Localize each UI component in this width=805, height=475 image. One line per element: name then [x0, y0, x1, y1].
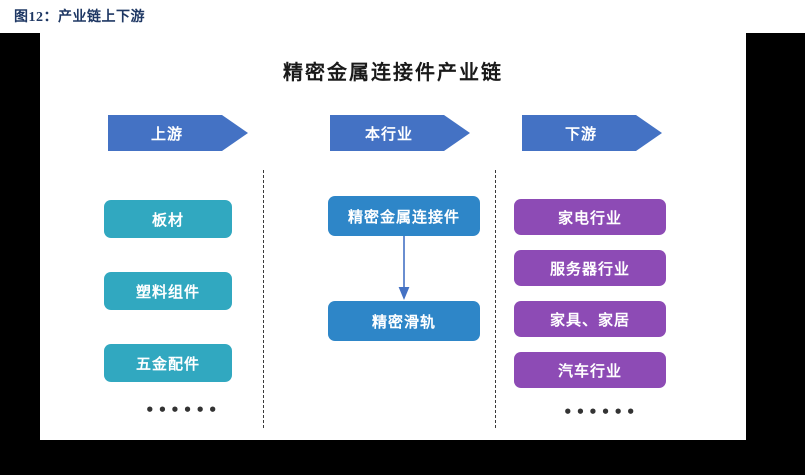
node-industry-2-label: 精密滑轨 — [371, 312, 436, 331]
banner-downstream: 下游 — [522, 115, 662, 151]
node-industry-1-label: 精密金属连接件 — [347, 207, 460, 226]
banner-industry-label: 本行业 — [364, 124, 413, 143]
node-downstream-2: 服务器行业 — [514, 250, 666, 286]
ellipsis-upstream: •••••• — [145, 401, 221, 419]
node-upstream-1-label: 板材 — [151, 210, 184, 229]
node-downstream-4-label: 汽车行业 — [557, 361, 622, 380]
chart-card: 精密金属连接件产业链 上游 本行业 下游 板材 塑料组件 五金配件 精密金属连接… — [40, 33, 746, 440]
node-industry-1: 精密金属连接件 — [328, 196, 480, 236]
column-divider-2 — [495, 170, 496, 428]
chart-title: 精密金属连接件产业链 — [283, 60, 503, 84]
node-upstream-2: 塑料组件 — [104, 272, 232, 310]
node-downstream-4: 汽车行业 — [514, 352, 666, 388]
node-downstream-1: 家电行业 — [514, 199, 666, 235]
node-downstream-2-label: 服务器行业 — [549, 259, 630, 278]
node-downstream-3-label: 家具、家居 — [549, 310, 630, 329]
column-divider-1 — [263, 170, 264, 428]
figure-caption: 图12：产业链上下游 — [14, 10, 145, 25]
node-downstream-1-label: 家电行业 — [557, 208, 622, 227]
figure-caption-band: 图12：产业链上下游 — [0, 0, 805, 33]
node-upstream-3: 五金配件 — [104, 344, 232, 382]
banner-upstream-label: 上游 — [150, 124, 183, 143]
node-upstream-1: 板材 — [104, 200, 232, 238]
node-upstream-2-label: 塑料组件 — [135, 282, 200, 301]
node-industry-2: 精密滑轨 — [328, 301, 480, 341]
node-upstream-3-label: 五金配件 — [135, 354, 200, 373]
banner-downstream-label: 下游 — [564, 124, 597, 143]
ellipsis-downstream: •••••• — [563, 403, 639, 421]
node-downstream-3: 家具、家居 — [514, 301, 666, 337]
banner-upstream: 上游 — [108, 115, 248, 151]
banner-industry: 本行业 — [330, 115, 470, 151]
down-arrow-icon — [397, 236, 411, 302]
